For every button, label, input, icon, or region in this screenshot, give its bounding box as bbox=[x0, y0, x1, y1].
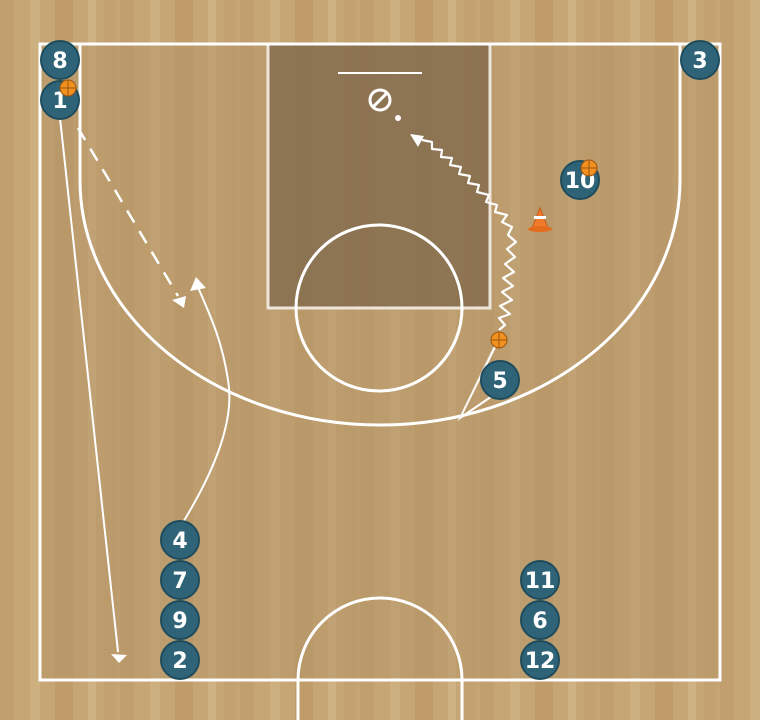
player-marker bbox=[520, 640, 560, 680]
move-path-player-1 bbox=[59, 117, 119, 653]
dribble-arrowhead bbox=[410, 134, 424, 147]
basketball-icon bbox=[59, 79, 77, 97]
shot-dot bbox=[395, 115, 401, 121]
player-2: 2 bbox=[160, 640, 200, 680]
player-marker bbox=[480, 360, 520, 400]
basketball-icon bbox=[580, 159, 598, 177]
paint-key bbox=[266, 42, 492, 310]
player-number: 9 bbox=[172, 609, 187, 634]
player-marker bbox=[520, 600, 560, 640]
player-number: 5 bbox=[492, 369, 507, 394]
center-circle bbox=[296, 596, 464, 720]
player-marker bbox=[160, 640, 200, 680]
cut-arrowhead bbox=[190, 277, 206, 291]
player-number: 7 bbox=[172, 569, 187, 594]
player-marker bbox=[160, 600, 200, 640]
player-5-move-shadow bbox=[457, 343, 496, 422]
pass-arrowhead bbox=[172, 296, 186, 308]
player-11: 11 bbox=[520, 560, 560, 600]
player-number: 4 bbox=[172, 529, 187, 554]
player-marker bbox=[160, 520, 200, 560]
hoop-icon bbox=[368, 88, 392, 112]
pass-line bbox=[76, 127, 180, 297]
player-number: 3 bbox=[692, 49, 707, 74]
cone-icon bbox=[528, 206, 552, 232]
player-marker bbox=[160, 560, 200, 600]
player-9: 9 bbox=[160, 600, 200, 640]
player-marker bbox=[40, 40, 80, 80]
player-4: 4 bbox=[160, 520, 200, 560]
player-5: 5 bbox=[480, 360, 520, 400]
basketball-icon bbox=[490, 331, 508, 349]
player-marker bbox=[520, 560, 560, 600]
player-number: 2 bbox=[172, 649, 187, 674]
move-arrowhead bbox=[111, 654, 127, 663]
player-7: 7 bbox=[160, 560, 200, 600]
player-3: 3 bbox=[680, 40, 720, 80]
free-throw-circle bbox=[294, 223, 464, 393]
player-number: 6 bbox=[532, 609, 547, 634]
player-number: 12 bbox=[525, 649, 556, 674]
player-8: 8 bbox=[40, 40, 80, 80]
player-6: 6 bbox=[520, 600, 560, 640]
cut-path-player-4 bbox=[181, 284, 231, 525]
player-number: 11 bbox=[525, 569, 556, 594]
player-marker bbox=[680, 40, 720, 80]
dribble-path bbox=[421, 138, 518, 331]
player-number: 8 bbox=[52, 49, 67, 74]
court-boundary bbox=[38, 42, 722, 682]
player-12: 12 bbox=[520, 640, 560, 680]
three-point-line bbox=[78, 44, 682, 427]
